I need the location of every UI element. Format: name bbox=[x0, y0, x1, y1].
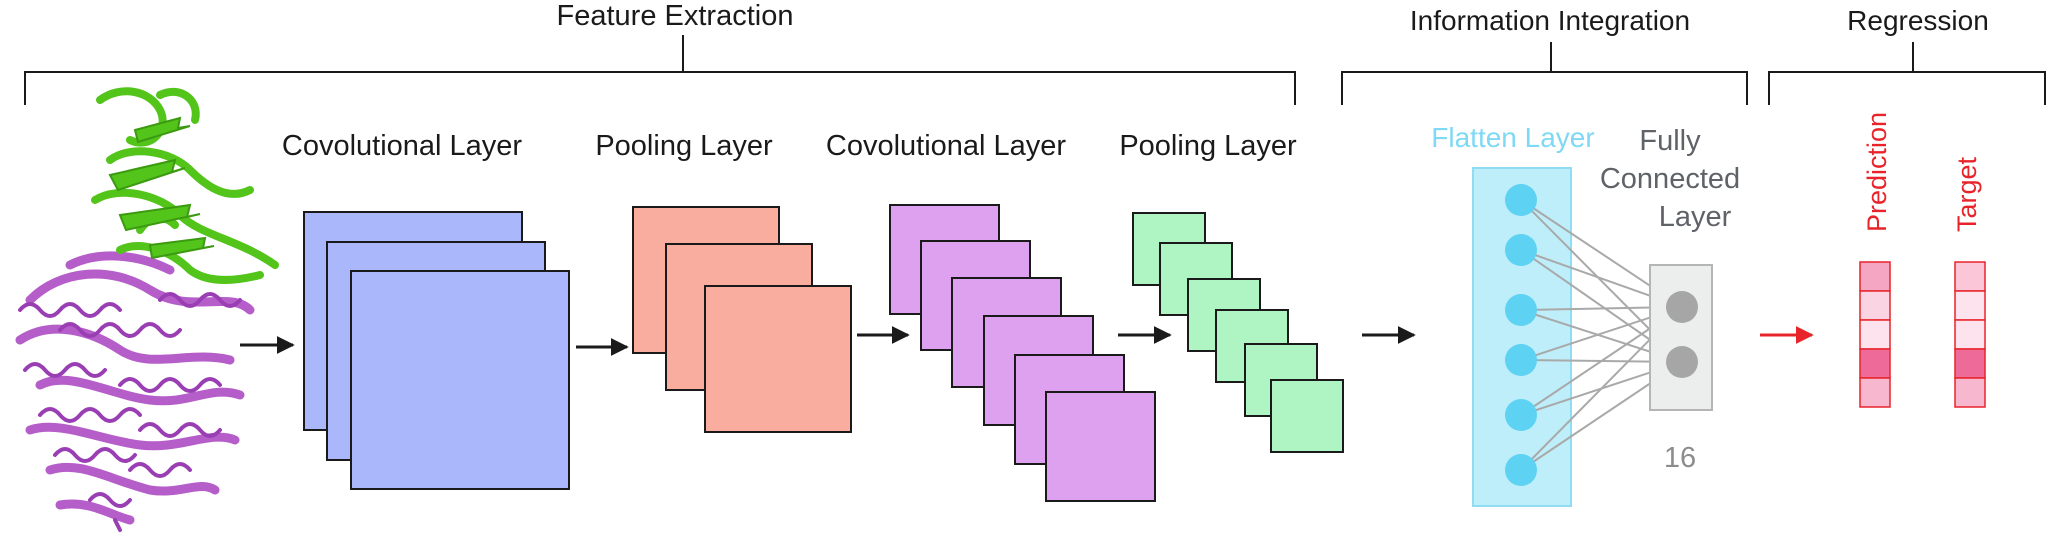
fc-nodes bbox=[1666, 291, 1698, 378]
target-cell bbox=[1954, 377, 1986, 408]
pool2-map bbox=[1270, 379, 1344, 453]
conv1-feature-maps bbox=[303, 211, 570, 490]
prediction-vector bbox=[1859, 261, 1891, 408]
fc-layer-size: 16 bbox=[1664, 442, 1696, 474]
regression-bracket bbox=[1768, 42, 2046, 105]
layer-label-pool1: Pooling Layer bbox=[595, 130, 773, 162]
layer-label-conv2: Covolutional Layer bbox=[826, 130, 1067, 162]
flatten-layer-label: Flatten Layer bbox=[1431, 122, 1594, 153]
fc-layer-box bbox=[1649, 264, 1713, 411]
target-cell bbox=[1954, 319, 1986, 350]
flatten-node bbox=[1505, 184, 1537, 216]
flatten-node bbox=[1505, 294, 1537, 326]
prediction-cell bbox=[1859, 290, 1891, 321]
flatten-nodes bbox=[1505, 184, 1537, 486]
fc-layer-label-line1: Fully bbox=[1639, 125, 1701, 157]
prediction-label: Prediction bbox=[1862, 112, 1892, 232]
prediction-cell bbox=[1859, 261, 1891, 292]
conv2-map bbox=[1045, 391, 1156, 502]
pool1-feature-maps bbox=[632, 206, 852, 433]
flatten-node bbox=[1505, 234, 1537, 266]
fc-layer-label-line3: Layer bbox=[1659, 201, 1732, 233]
conv1-map bbox=[350, 270, 570, 490]
target-cell bbox=[1954, 348, 1986, 379]
section-title-information-integration: Information Integration bbox=[1410, 5, 1690, 36]
prediction-cell bbox=[1859, 348, 1891, 379]
prediction-cell bbox=[1859, 377, 1891, 408]
layer-label-conv1: Covolutional Layer bbox=[282, 130, 523, 162]
protein-purple-domain bbox=[15, 251, 255, 525]
protein-structure-image bbox=[15, 87, 279, 532]
pool1-map bbox=[704, 285, 852, 433]
flatten-node bbox=[1505, 454, 1537, 486]
flatten-node bbox=[1505, 399, 1537, 431]
section-title-feature-extraction: Feature Extraction bbox=[557, 0, 794, 32]
information-integration-bracket bbox=[1341, 42, 1748, 105]
target-cell bbox=[1954, 261, 1986, 292]
fc-node bbox=[1666, 346, 1698, 378]
fc-layer-label-line2: Connected bbox=[1600, 163, 1740, 195]
target-cell bbox=[1954, 290, 1986, 321]
target-vector bbox=[1954, 261, 1986, 408]
target-label: Target bbox=[1952, 156, 1982, 232]
layer-label-pool2: Pooling Layer bbox=[1119, 130, 1297, 162]
flow-arrows bbox=[240, 326, 1416, 356]
feature-extraction-bracket bbox=[24, 35, 1296, 105]
prediction-cell bbox=[1859, 319, 1891, 350]
conv2-feature-maps bbox=[889, 204, 1156, 502]
section-title-regression: Regression bbox=[1847, 5, 1989, 36]
fc-node bbox=[1666, 291, 1698, 323]
pool2-feature-maps bbox=[1132, 212, 1344, 453]
flatten-layer-box bbox=[1472, 167, 1572, 507]
flatten-node bbox=[1505, 344, 1537, 376]
